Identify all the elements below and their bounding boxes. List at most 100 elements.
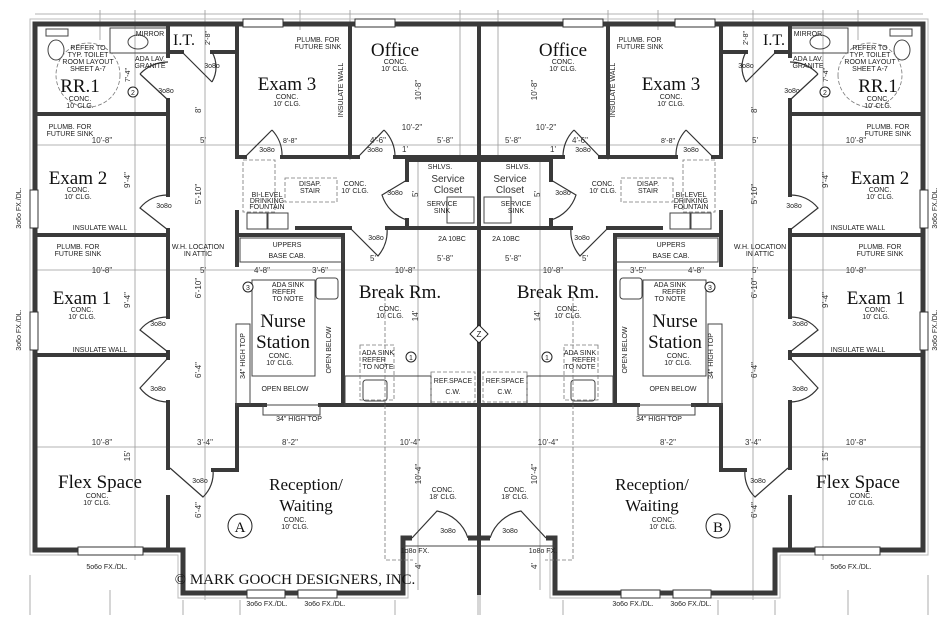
ada-sink-note: TO NOTE (655, 296, 686, 303)
room-ceiling: 10' CLG. (381, 66, 408, 73)
room-name-reception: Waiting (625, 496, 679, 515)
room-name-reception: Waiting (279, 496, 333, 515)
room-ceiling: 10' CLG. (866, 194, 893, 201)
fire-extinguisher-label: 2A 10BC (438, 236, 466, 243)
dimension: 10'-8" (92, 266, 113, 275)
dimension: 3'-6" (312, 266, 328, 275)
mirror-label: MIRROR (136, 31, 164, 38)
dimension: 2'-8" (205, 31, 212, 45)
dimension: 8'-8" (661, 138, 675, 145)
dimension: 5' (533, 191, 542, 197)
fountain-label: BI-LEVEL (676, 192, 707, 199)
room-name-exam2: Exam 2 (49, 168, 108, 189)
dimension: 10'-8" (543, 266, 564, 275)
plumb-note: PLUMB. FOR (619, 37, 662, 44)
room-name-exam3: Exam 3 (642, 74, 701, 95)
room-name-nurse: Station (648, 332, 702, 353)
dimension: 4' (414, 563, 423, 569)
dimension: 9'-4" (123, 172, 132, 188)
dimension: 10'-4" (414, 464, 423, 485)
dimension: 3'-4" (197, 438, 213, 447)
stair-label: STAIR (300, 188, 320, 195)
door-label: 3o8o (158, 88, 174, 95)
door-label: 3o8o (192, 478, 208, 485)
dimension: 2'-8" (743, 31, 750, 45)
dimension: 5'-10" (750, 184, 759, 205)
tag-number: 3 (246, 285, 250, 292)
dimension: 14' (533, 310, 542, 321)
window-label: 3o6o FX./DL. (932, 187, 939, 228)
fountain-label: DRINKING (250, 198, 284, 205)
dimension: 8'-2" (282, 438, 298, 447)
dimension: 3'-4" (745, 438, 761, 447)
window-label: 3o6o FX./DL. (670, 601, 711, 608)
dimension: 5' (582, 254, 588, 263)
lav-label: GRANITE (134, 63, 165, 70)
room-name-exam3: Exam 3 (258, 74, 317, 95)
room-ceiling: 18' CLG. (429, 494, 456, 501)
door-label: 3o8o (575, 147, 591, 154)
dimension: 10'-8" (414, 80, 423, 101)
ada-sink-note: REFER (572, 357, 596, 364)
plumb-note: FUTURE SINK (295, 44, 342, 51)
room-finish: CONC. (652, 517, 675, 524)
dimension: 7'-4" (823, 68, 830, 82)
window-label: 1o8o FX. (529, 548, 557, 555)
dimension: 7'-4" (125, 68, 132, 82)
fountain-label: FOUNTAIN (673, 204, 708, 211)
unit-marker: B (713, 520, 723, 536)
insulate-wall: INSULATE WALL (73, 347, 128, 354)
mirror-label: MIRROR (794, 31, 822, 38)
room-ceiling: 10' CLG. (266, 360, 293, 367)
dimension: 6'-4" (750, 362, 759, 378)
room-name-flex: Flex Space (58, 472, 142, 493)
dimension: 5' (411, 191, 420, 197)
room-finish: CONC. (276, 94, 299, 101)
window-label: 5o6o FX./DL. (830, 564, 871, 571)
fountain-label: BI-LEVEL (252, 192, 283, 199)
ada-sink-note: ADA SINK (654, 282, 687, 289)
dimension: 15' (821, 450, 830, 461)
door-label: 3o8o (555, 190, 571, 197)
base-cab-label: BASE CAB. (269, 253, 306, 260)
base-cab-label: BASE CAB. (653, 253, 690, 260)
dimension: 14' (411, 310, 420, 321)
lav-label: ADA LAV. (135, 56, 165, 63)
dimension: 6'-4" (194, 502, 203, 518)
rr1-note: REFER TO (70, 45, 106, 52)
high-top-label: 34" HIGH TOP (276, 416, 322, 423)
dimension: 9'-4" (821, 292, 830, 308)
open-below-label: OPEN BELOW (649, 386, 696, 393)
plumb-note: PLUMB. FOR (867, 124, 910, 131)
dimension: 10'-2" (402, 123, 423, 132)
ada-sink-note: ADA SINK (362, 350, 395, 357)
dimension: 5'-8" (505, 254, 521, 263)
window-label: 3o6o FX./DL. (16, 309, 23, 350)
room-ceiling: 10' CLG. (864, 103, 891, 110)
stair-label: DISAP. (299, 181, 321, 188)
dimension: 4'-6" (572, 136, 588, 145)
uppers-label: UPPERS (273, 242, 302, 249)
dimension: 10'-8" (846, 136, 867, 145)
room-name-it: I.T. (173, 32, 195, 49)
service-sink-label: SERVICE (427, 201, 458, 208)
room-finish: CONC. (269, 353, 292, 360)
door-label: 3o8o (387, 190, 403, 197)
ref-space-label: REF.SPACE (486, 378, 525, 385)
dimension: 10'-8" (846, 438, 867, 447)
shelves-label: SHLVS. (506, 164, 530, 171)
room-ceiling: 10' CLG. (657, 101, 684, 108)
dimension: 5'-8" (505, 136, 521, 145)
ada-sink-note: REFER (362, 357, 386, 364)
room-finish: CONC. (865, 307, 888, 314)
copyright-credit: © MARK GOOCH DESIGNERS, INC. (175, 572, 416, 588)
door-label: 3o8o (259, 147, 275, 154)
insulate-wall: INSULATE WALL (831, 225, 886, 232)
room-finish: CONC. (869, 187, 892, 194)
open-below-label: OPEN BELOW (326, 326, 333, 373)
ref-space-label: C.W. (445, 389, 460, 396)
room-finish: CONC. (384, 59, 407, 66)
tag-number: 3 (708, 285, 712, 292)
fountain-label: FOUNTAIN (249, 204, 284, 211)
